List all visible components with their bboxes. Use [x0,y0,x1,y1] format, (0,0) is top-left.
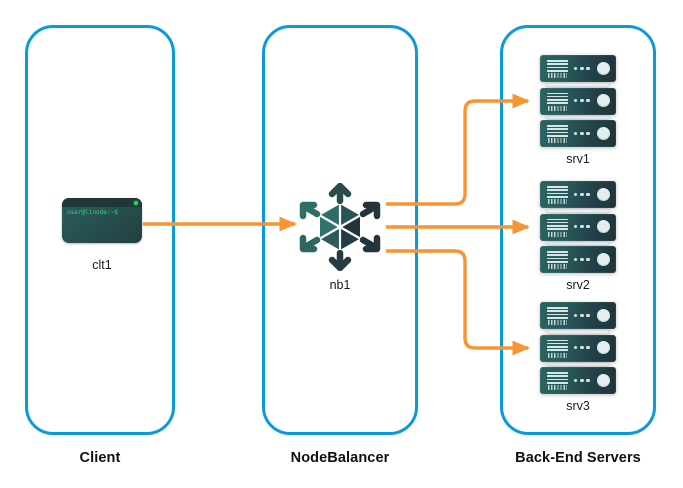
rack-lines-icon [547,218,568,231]
node-label-srv1: srv1 [566,152,590,166]
rack-unit [540,87,616,115]
rack-lines-icon [547,92,568,105]
terminal-prompt-text: user@linode:~$ [67,209,118,216]
rack-unit [540,55,616,82]
rack-power-icon [597,61,610,75]
node-label-nb1: nb1 [329,278,351,292]
rack-power-icon [597,94,610,107]
hex-spokes [319,204,361,250]
hex-core [320,204,360,250]
terminal-icon[interactable]: user@linode:~$ [62,198,142,243]
rack-divider [547,115,609,120]
zone-balancer [262,25,418,435]
rack-vents-icon [548,385,567,390]
rack-lines-icon [547,125,568,137]
rack-dots-icon [574,99,592,103]
rack-dots-icon [574,225,592,229]
rack-power-icon [597,341,610,354]
rack-lines-icon [547,251,568,263]
node-label-srv3: srv3 [566,399,590,413]
status-dot-icon [134,200,138,205]
zone-client [25,25,175,435]
rack-lines-icon [547,307,568,319]
rack-divider [547,241,609,246]
nodebalancer-hex-icon[interactable] [296,183,384,271]
rack-vents-icon [548,138,567,143]
zone-servers [500,25,656,435]
rack-power-icon [597,308,610,322]
rack-lines-icon [547,60,568,72]
zone-caption-servers: Back-End Servers [515,450,641,466]
rack-power-icon [597,126,610,140]
rack-divider [547,330,609,334]
rack-lines-icon [547,186,568,198]
rack-dots-icon [574,313,592,318]
rack-lines-icon [547,339,568,352]
zone-caption-balancer: NodeBalancer [290,450,390,466]
rack-unit [540,181,616,208]
rack-vents-icon [548,352,567,358]
rack-vents-icon [548,73,567,78]
rack-vents-icon [548,199,567,204]
rack-vents-icon [548,320,567,325]
rack-unit [540,213,616,241]
zone-caption-client: Client [79,450,121,466]
rack-vents-icon [548,231,567,237]
rack-vents-icon [548,264,567,269]
rack-power-icon [597,373,610,387]
rack-divider [547,362,609,367]
rack-power-icon [597,220,610,233]
rack-unit [540,367,616,394]
server-rack-icon-srv1[interactable] [540,55,616,147]
server-rack-icon-srv2[interactable] [540,181,616,273]
rack-dots-icon [574,192,592,197]
rack-dots-icon [574,131,592,136]
rack-dots-icon [574,378,592,383]
node-label-clt1: clt1 [92,258,112,272]
rack-unit [540,334,616,362]
rack-vents-icon [548,105,567,111]
rack-power-icon [597,187,610,201]
rack-divider [547,209,609,213]
rack-unit [540,120,616,147]
rack-dots-icon [574,66,592,71]
node-label-srv2: srv2 [566,278,590,292]
server-rack-icon-srv3[interactable] [540,302,616,394]
rack-divider [547,83,609,87]
rack-dots-icon [574,257,592,262]
terminal-titlebar [62,198,142,207]
rack-unit [540,246,616,273]
rack-unit [540,302,616,329]
rack-lines-icon [547,372,568,384]
rack-power-icon [597,252,610,266]
hex-arrows [299,183,381,271]
rack-dots-icon [574,346,592,350]
